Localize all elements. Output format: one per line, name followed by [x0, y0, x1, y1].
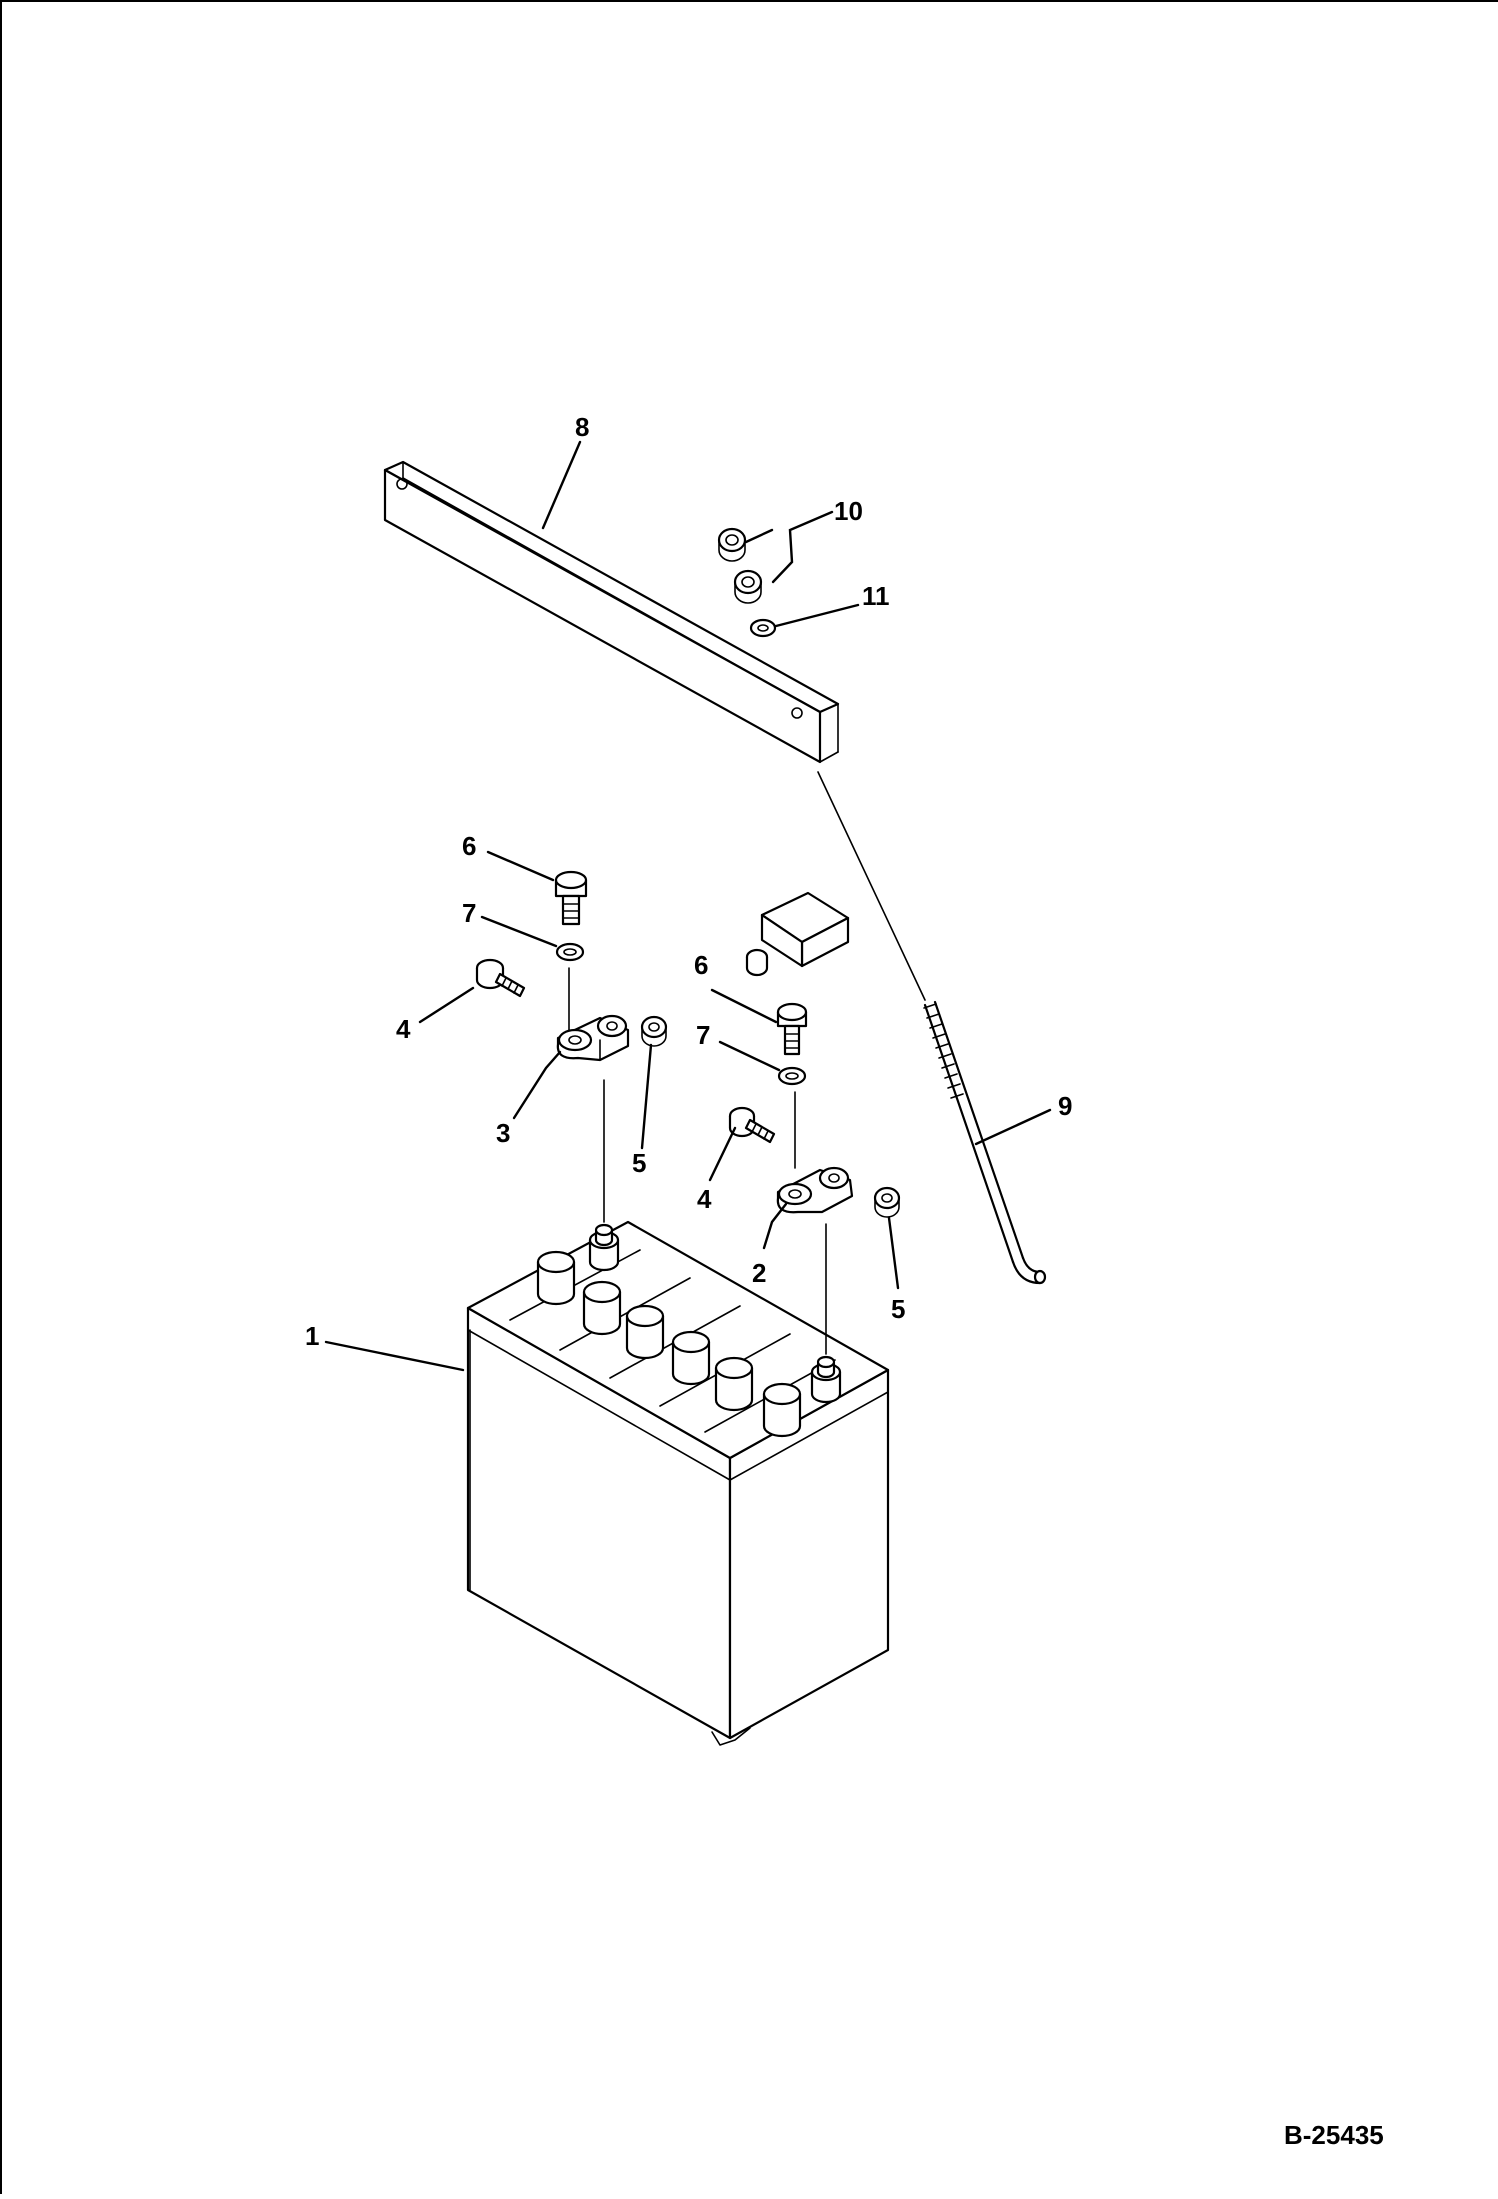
callout-11: 11 — [862, 581, 890, 611]
battery-hold-down-bracket — [383, 460, 840, 764]
callout-10: 10 — [834, 496, 863, 526]
callout-4-left: 4 — [396, 1014, 411, 1044]
battery-cap — [762, 1382, 802, 1438]
top-washer — [749, 618, 777, 638]
battery-cap — [671, 1330, 711, 1386]
callout-2: 2 — [752, 1258, 766, 1288]
bolt-right — [728, 1106, 776, 1144]
battery-post-left — [588, 1223, 620, 1272]
callout-8: 8 — [575, 412, 589, 442]
rod-thread — [923, 1003, 964, 1099]
washer-right — [777, 1066, 807, 1086]
callout-6-right: 6 — [694, 950, 708, 980]
bolt-top-left — [554, 870, 588, 926]
bolt-left — [475, 958, 526, 998]
nut-right — [873, 1186, 901, 1218]
nut-left — [640, 1015, 668, 1047]
callout-1: 1 — [305, 1321, 319, 1351]
leader-lines — [324, 440, 1052, 1372]
terminal-clamp-left — [556, 1014, 630, 1062]
callout-7-right: 7 — [696, 1020, 710, 1050]
callout-7-left: 7 — [462, 898, 476, 928]
nut-pair — [717, 527, 763, 604]
battery-cap — [625, 1304, 665, 1360]
washer-left — [555, 942, 585, 962]
bolt-top-right — [776, 1002, 808, 1056]
terminal-clamp-right — [776, 1166, 854, 1214]
callout-labels: 1 8 10 11 9 6 7 4 3 5 6 7 4 2 5 — [305, 412, 1072, 1351]
callout-9: 9 — [1058, 1091, 1072, 1121]
callout-5-left: 5 — [632, 1148, 646, 1178]
callout-4-right: 4 — [697, 1184, 712, 1214]
callout-3: 3 — [496, 1118, 510, 1148]
battery-caps — [536, 1250, 802, 1438]
battery-cap — [582, 1280, 622, 1336]
battery-cap — [536, 1250, 576, 1306]
drawing-code: B-25435 — [1284, 2120, 1384, 2150]
callout-6-left: 6 — [462, 831, 476, 861]
battery-hold-down-rod — [817, 771, 1047, 1285]
battery-cap — [714, 1356, 754, 1412]
callout-5-right: 5 — [891, 1294, 905, 1324]
battery-post-right — [810, 1355, 842, 1404]
terminal-cover — [745, 891, 850, 977]
